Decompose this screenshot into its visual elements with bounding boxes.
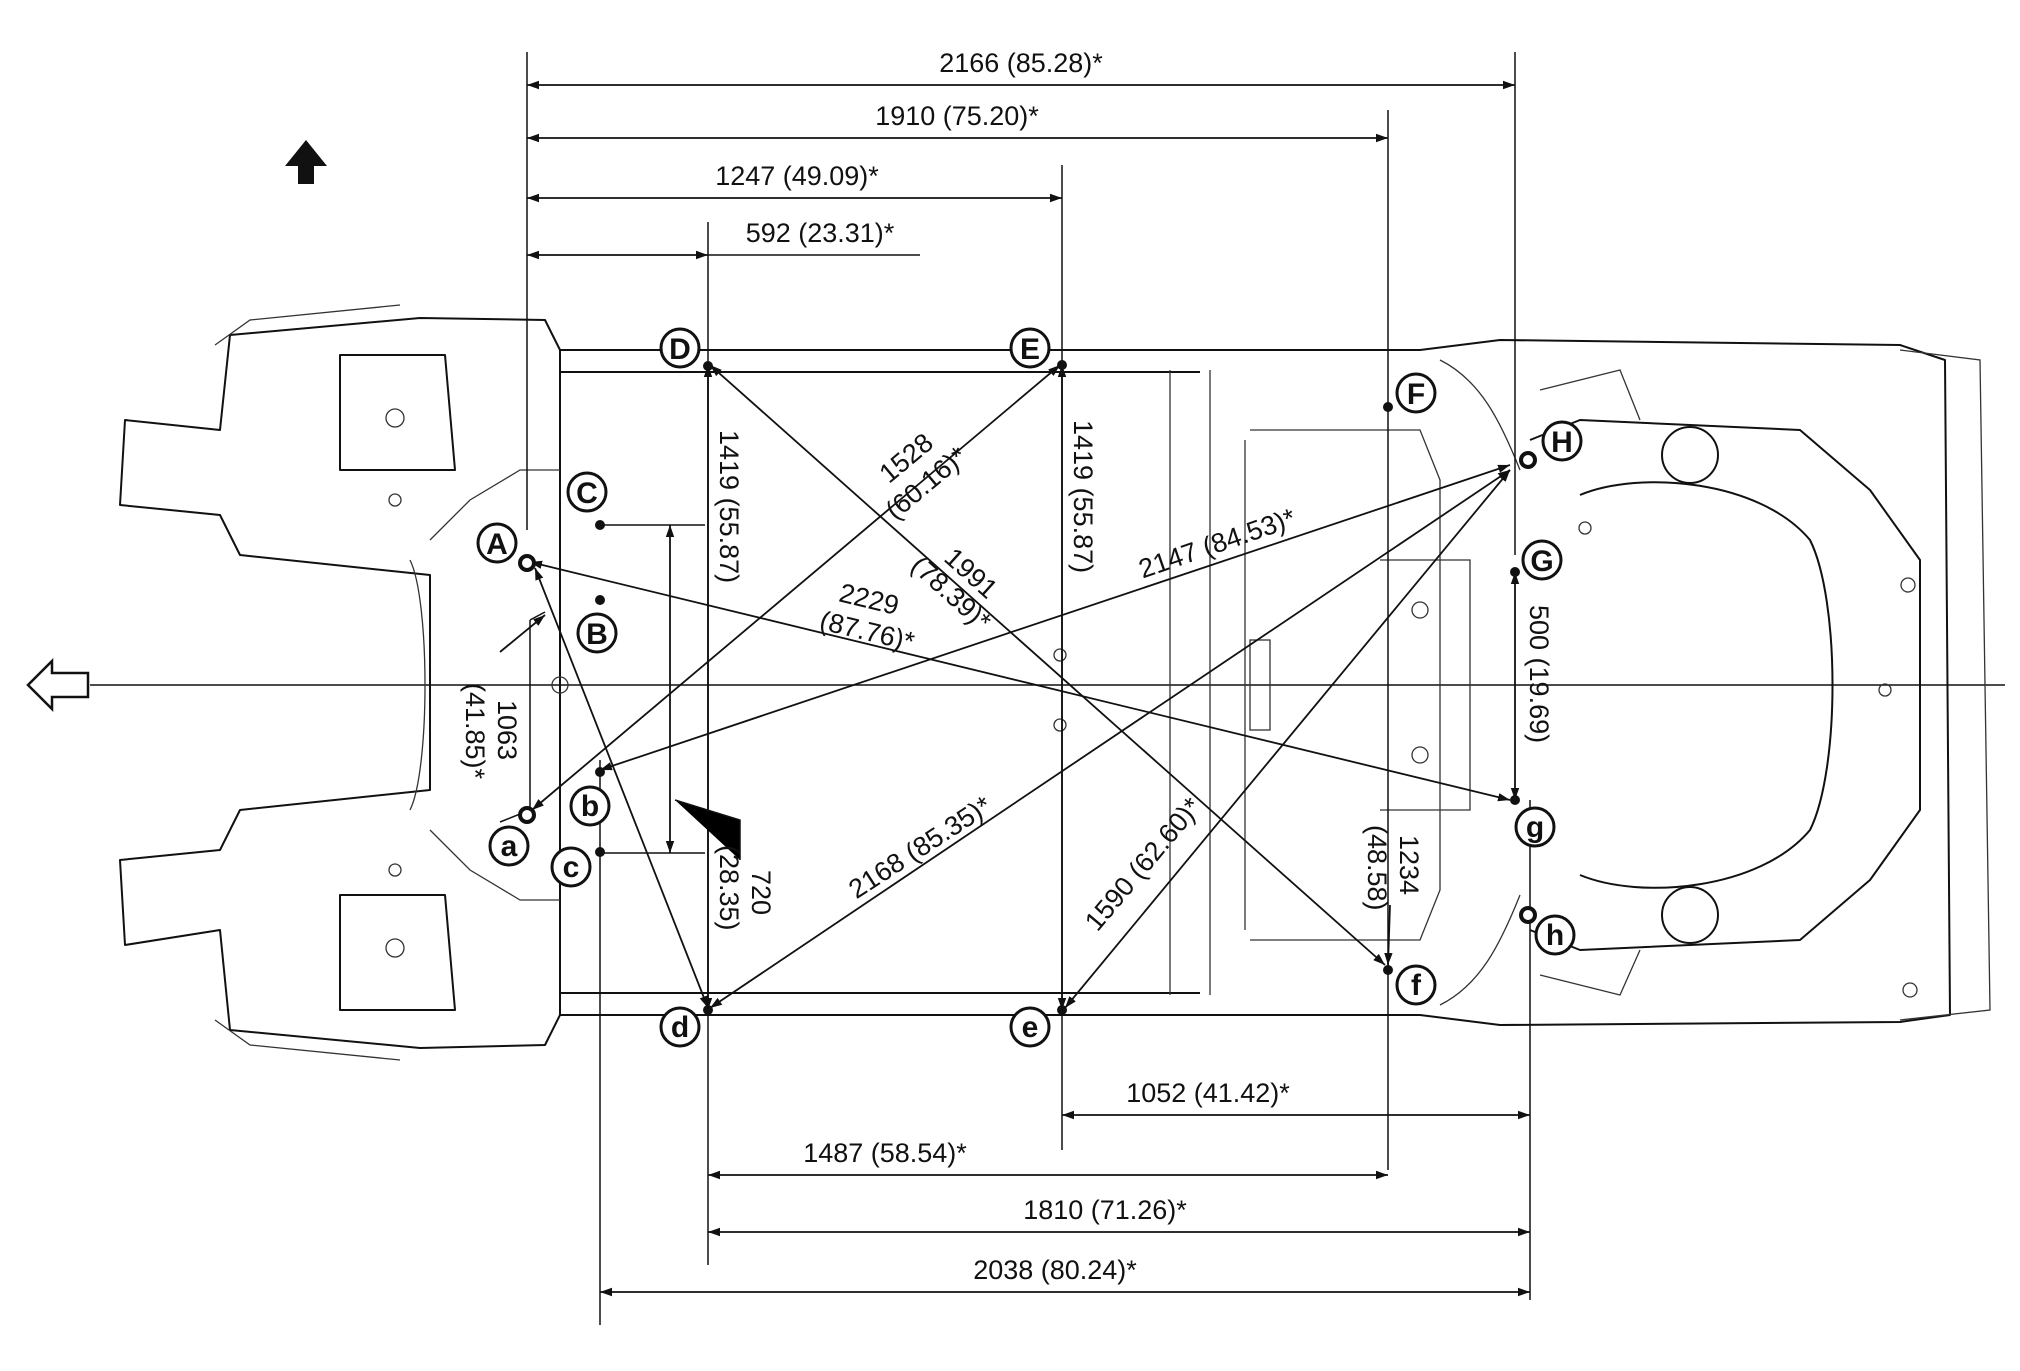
hole [1053, 718, 1067, 732]
dim-2168: 2168 (85.35)* [843, 790, 997, 905]
point-c-dot [595, 847, 605, 857]
measurement-points [518, 360, 1537, 1015]
tunnel [1169, 370, 1246, 995]
hole [1878, 683, 1892, 697]
rear-wheelhouse-lines [1439, 359, 1521, 1006]
vehicle-frame [90, 304, 2005, 1061]
svg-text:g: g [1526, 811, 1544, 844]
svg-text:c: c [563, 851, 580, 884]
hole [1902, 982, 1918, 998]
svg-text:C: C [576, 477, 598, 510]
svg-text:B: B [586, 618, 608, 651]
up-arrow-icon [285, 140, 327, 184]
strut-hole-left [385, 408, 405, 428]
hole [1411, 746, 1429, 764]
point-g-dot [1510, 795, 1520, 805]
svg-text:e: e [1022, 1011, 1039, 1044]
dim-720-b: (28.35) [714, 845, 744, 931]
strut-tower-left [339, 354, 456, 471]
front-member-arc [409, 559, 426, 811]
dim-1063-a: 1063 [492, 700, 522, 760]
dim-1234-a: 1234 [1394, 835, 1424, 895]
hole [1411, 601, 1429, 619]
outer-frame [560, 339, 1951, 1026]
diagonal-dimensions: 1528 (60.16)* 1991 (78.39)* 2147 (84.53)… [499, 364, 1511, 1009]
strut-tower-right [339, 894, 456, 1011]
svg-text:b: b [581, 790, 599, 823]
left-arrow-icon [26, 657, 90, 713]
dim-500: 500 (19.69) [1524, 605, 1554, 743]
label-B: B [576, 612, 618, 654]
point-F-dot [1383, 402, 1393, 412]
dim-592: 592 (23.31)* [746, 218, 895, 248]
svg-text:d: d [671, 1011, 689, 1044]
label-h: h [1534, 914, 1576, 956]
rear-spring-seat-right [1661, 886, 1719, 944]
dim-1052: 1052 (41.42)* [1126, 1078, 1290, 1108]
label-g: g [1514, 806, 1556, 848]
dim-1234-b: (48.58) [1362, 825, 1392, 911]
dim-1419-E-e: 1419 (55.87) [1068, 420, 1098, 573]
dim-720-a: 720 [746, 870, 776, 915]
hole [388, 863, 402, 877]
point-D-dot [703, 361, 713, 371]
label-C: C [566, 471, 608, 513]
label-H: H [1541, 420, 1583, 462]
dim-1487: 1487 (58.54)* [803, 1138, 967, 1168]
dim-1810: 1810 (71.26)* [1023, 1195, 1187, 1225]
point-a-dot [518, 806, 536, 824]
dim-2166: 2166 (85.28)* [939, 48, 1103, 78]
strut-hole-right [385, 938, 405, 958]
label-a: a [488, 825, 530, 867]
label-A: A [476, 522, 518, 564]
dim-1419-D-d: 1419 (55.87) [714, 430, 744, 583]
label-b: b [569, 785, 611, 827]
hole [1578, 521, 1592, 535]
hole [1900, 577, 1916, 593]
svg-text:D: D [669, 333, 691, 366]
point-G-dot [1510, 567, 1520, 577]
label-f: f [1395, 964, 1437, 1006]
svg-text:A: A [486, 528, 508, 561]
dim-1910: 1910 (75.20)* [875, 101, 1039, 131]
point-E-dot [1057, 360, 1067, 370]
label-F: F [1395, 372, 1437, 414]
svg-text:H: H [1551, 426, 1573, 459]
svg-text:h: h [1546, 919, 1564, 952]
hole [388, 493, 402, 507]
svg-text:E: E [1020, 333, 1040, 366]
svg-text:f: f [1411, 969, 1422, 1002]
front-rail-edges [214, 304, 401, 1061]
point-h-dot [1519, 906, 1537, 924]
point-b-dot [595, 767, 605, 777]
label-E: E [1009, 327, 1051, 369]
point-d-dot [703, 1005, 713, 1015]
svg-text:G: G [1530, 545, 1553, 578]
point-C-dot [595, 520, 605, 530]
point-A-dot [518, 554, 536, 572]
point-e-dot [1057, 1005, 1067, 1015]
label-c: c [550, 846, 592, 888]
point-f-dot [1383, 965, 1393, 975]
rear-end-panel [1899, 349, 1991, 1021]
point-labels: A B C D E F G H a b c d e f g h [476, 327, 1583, 1048]
svg-text:a: a [501, 830, 518, 863]
rear-brackets [1539, 369, 1641, 996]
svg-text:F: F [1407, 378, 1425, 411]
hole [1053, 648, 1067, 662]
rear-spring-seat-left [1661, 426, 1719, 484]
dim-1247: 1247 (49.09)* [715, 161, 879, 191]
point-H-dot [1519, 451, 1537, 469]
point-B-dot [595, 595, 605, 605]
rear-cradle-outer [1529, 419, 1921, 951]
dim-2038: 2038 (80.24)* [973, 1255, 1137, 1285]
label-e: e [1009, 1006, 1051, 1048]
label-D: D [659, 327, 701, 369]
dim-1063-b: (41.85)* [460, 683, 490, 780]
label-G: G [1521, 539, 1563, 581]
rear-cradle-inner [1579, 481, 1834, 889]
horizontal-dimensions: 2166 (85.28)* 1910 (75.20)* 1247 (49.09)… [527, 48, 1530, 1297]
label-d: d [659, 1006, 701, 1048]
